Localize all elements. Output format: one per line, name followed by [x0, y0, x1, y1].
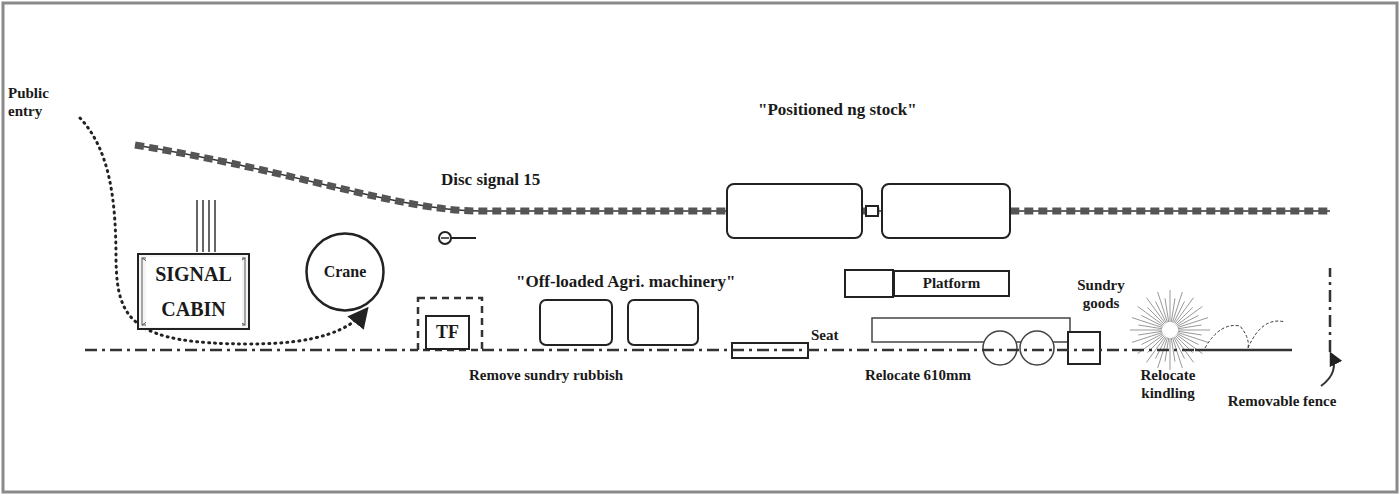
- kindling-pile: [1130, 290, 1210, 370]
- disc-signal-symbol: [439, 232, 476, 244]
- plan-label: Remove sundry rubbish: [466, 366, 626, 384]
- plan-label: Relocate kindling: [1120, 366, 1216, 402]
- tf-box: TF: [425, 315, 470, 350]
- ng-wagons: [727, 184, 1010, 238]
- signal-rods: [197, 200, 215, 252]
- plan-label: "Positioned ng stock": [758, 100, 998, 120]
- public-path: [80, 118, 366, 344]
- node-text: Platform: [923, 275, 980, 292]
- node-text: SIGNAL CABIN: [146, 257, 242, 327]
- crane-circle: Crane: [305, 232, 385, 312]
- agri-machinery: [540, 300, 698, 345]
- plan-label: Public entry: [8, 84, 72, 120]
- plan-label: Sundry goods: [1066, 276, 1136, 312]
- node-text: TF: [436, 323, 459, 343]
- removable-fence: [1195, 321, 1334, 386]
- signal-cabin-box: SIGNAL CABIN: [137, 253, 250, 330]
- 610mm-vehicle: [872, 318, 1070, 365]
- plan-label: Relocate 610mm: [862, 366, 974, 384]
- plan-label: Seat: [811, 326, 861, 344]
- fence: [85, 268, 1330, 352]
- plan-label: Removable fence: [1224, 392, 1340, 410]
- plan-label: "Off-loaded Agri. machinery": [516, 272, 806, 292]
- plan-label: Disc signal 15: [441, 170, 601, 190]
- platform-end: [845, 270, 893, 297]
- node-text: Crane: [324, 263, 367, 281]
- sundry-goods-box: [1068, 332, 1100, 364]
- frame: [3, 3, 1397, 492]
- platform-box: Platform: [893, 270, 1010, 297]
